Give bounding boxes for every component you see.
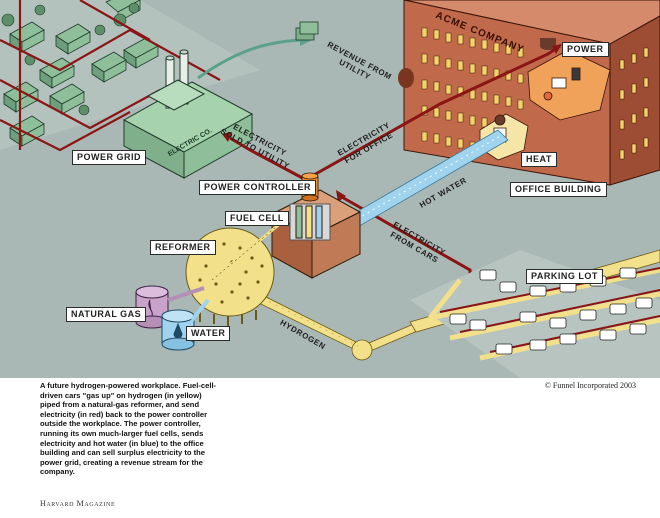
credit: © Funnel Incorporated 2003 (544, 381, 636, 390)
arrow-to-utility (222, 132, 232, 142)
building-pipe-inlet (398, 68, 414, 88)
label-power: POWER (562, 42, 609, 57)
office-building (403, 0, 660, 186)
label-parking-lot: PARKING LOT (526, 269, 603, 284)
arrow-to-office (552, 44, 562, 54)
arrow-from-cars (336, 190, 346, 202)
label-reformer: REFORMER (150, 240, 216, 255)
fuel-cell-unit (270, 189, 362, 279)
neighborhood-houses (3, 0, 159, 147)
label-fuel-cell: FUEL CELL (225, 211, 289, 226)
label-natural-gas: NATURAL GAS (66, 307, 147, 322)
water-feed-pipe (190, 298, 210, 322)
parked-cars (449, 267, 653, 355)
roof-unit-body (540, 38, 556, 46)
electric-plant (122, 49, 254, 179)
revenue-arrow (197, 21, 319, 80)
magazine-name: Harvard Magazine (40, 499, 116, 508)
label-power-grid: POWER GRID (72, 150, 147, 165)
trees (1, 2, 140, 116)
power-grid-lines (0, 0, 221, 152)
gas-feed-pipe (167, 286, 205, 302)
label-water: WATER (186, 326, 231, 341)
label-office-building: OFFICE BUILDING (510, 182, 607, 197)
label-heat: HEAT (521, 152, 557, 167)
label-power-controller: POWER CONTROLLER (199, 180, 316, 195)
caption: A future hydrogen-powered workplace. Fue… (40, 381, 217, 477)
